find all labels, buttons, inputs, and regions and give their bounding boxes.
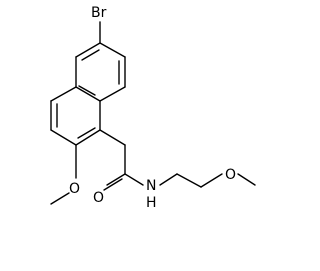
bond-co-o-double [103, 178, 123, 191]
bromine-label: Br [91, 5, 107, 21]
molecule-diagram: Br O O N H O [50, 5, 256, 211]
bond-c6-c7 [99, 42, 126, 58]
bond-c3-c2 [50, 129, 77, 146]
bond-o-ch3-chain [237, 173, 256, 186]
bond-c2-c1 [75, 129, 101, 146]
bond-ch2-ch2 [176, 173, 202, 188]
bond-c4a-c4 [50, 86, 77, 102]
bond-c1-ch2 [99, 129, 126, 146]
bond-o-ch3-ring [50, 192, 70, 205]
bond-c8a-c4a [75, 86, 101, 102]
amide-nitrogen-label: N [146, 178, 156, 194]
bond-n-ch2 [159, 173, 178, 186]
amide-hydrogen-label: H [146, 195, 157, 211]
ether-oxygen-label: O [225, 167, 236, 183]
ring-methoxy-oxygen-label: O [69, 181, 80, 197]
bond-co-n [124, 173, 144, 186]
bond-c2-c1-double [77, 127, 96, 139]
bond-ch2-o [200, 173, 223, 188]
bond-c8a-c4a-double [78, 85, 96, 96]
carbonyl-oxygen-label: O [93, 190, 104, 206]
bond-c5-c6-double [81, 49, 100, 61]
structure-canvas: Br O O N H O [50, 5, 256, 211]
bond-c5-c6 [75, 42, 101, 58]
bond-c8-c8a [99, 86, 126, 102]
bond-co-o [106, 173, 126, 186]
